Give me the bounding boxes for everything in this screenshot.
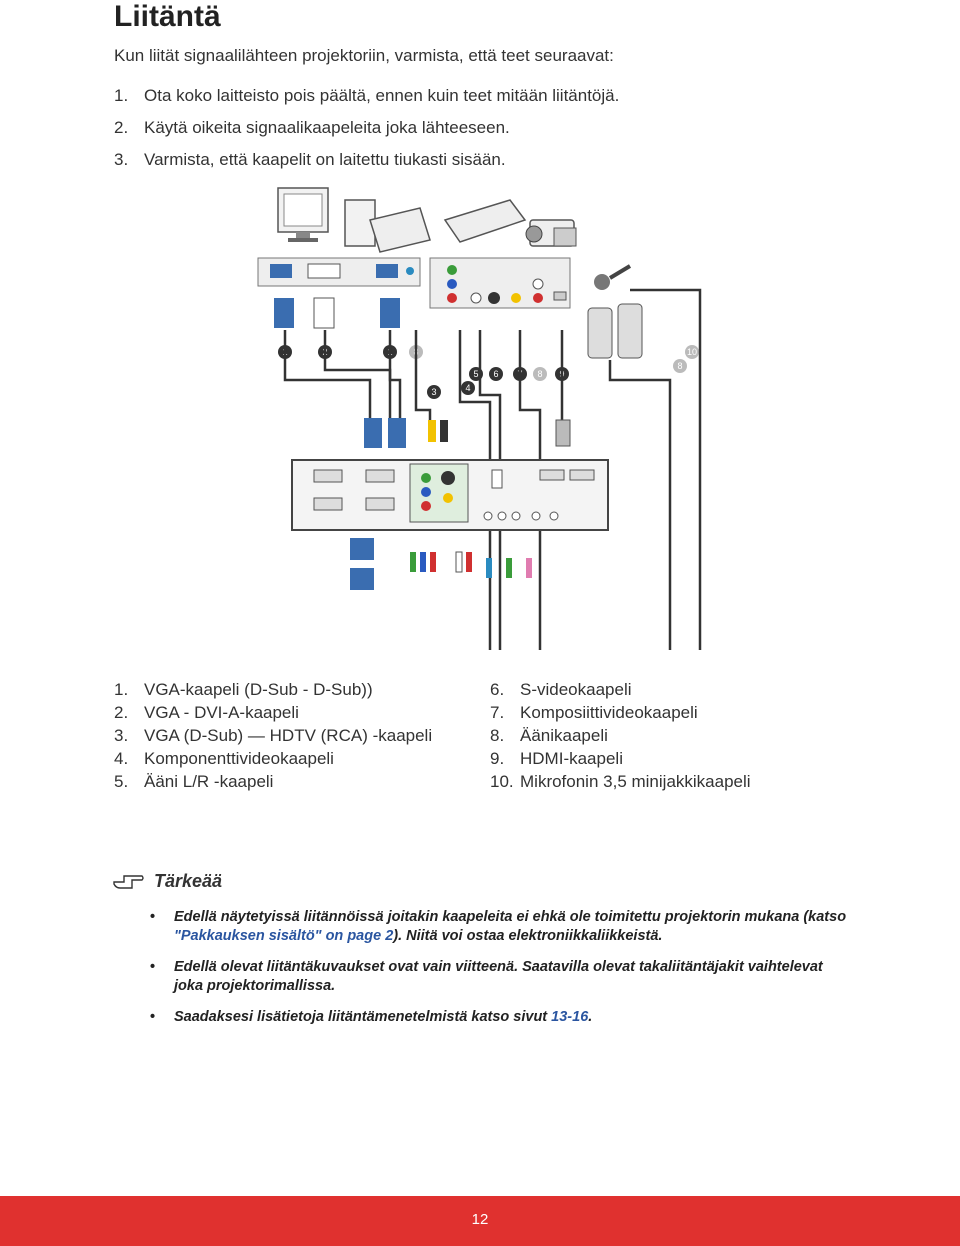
svg-text:8: 8 bbox=[537, 369, 542, 379]
svg-text:5: 5 bbox=[473, 369, 478, 379]
list-item: 1.Ota koko laitteisto pois päältä, ennen… bbox=[114, 86, 620, 105]
list-item: 1.VGA-kaapeli (D-Sub - D-Sub)) bbox=[114, 680, 373, 699]
svg-text:8: 8 bbox=[677, 361, 682, 371]
microphone-icon bbox=[594, 264, 632, 290]
list-item: 10.Mikrofonin 3,5 minijakkikaapeli bbox=[490, 772, 751, 791]
list-item: 3.VGA (D-Sub) — HDTV (RCA) -kaapeli bbox=[114, 726, 433, 745]
projector-panel bbox=[291, 459, 609, 531]
svg-text:6: 6 bbox=[493, 369, 498, 379]
computer-icon bbox=[344, 199, 431, 253]
svg-text:10: 10 bbox=[687, 347, 697, 357]
svg-text:3: 3 bbox=[431, 387, 436, 397]
list-item: 3.Varmista, että kaapelit on laitettu ti… bbox=[114, 150, 506, 169]
monitor-icon bbox=[277, 187, 329, 242]
connection-diagram: 1 2 1 8 10 8 3 4 5 6 7 8 9 bbox=[257, 187, 702, 650]
list-item: 8.Äänikaapeli bbox=[490, 726, 608, 745]
dvd-player-icon bbox=[443, 199, 527, 243]
svg-text:4: 4 bbox=[465, 383, 470, 393]
list-item: 4.Komponenttivideokaapeli bbox=[114, 749, 334, 768]
package-contents-link[interactable]: "Pakkauksen sisältö" on page 2 bbox=[174, 928, 394, 944]
list-item: 2.VGA - DVI-A-kaapeli bbox=[114, 703, 299, 722]
speakers-icon bbox=[587, 303, 643, 359]
pages-link[interactable]: 13-16 bbox=[551, 1009, 589, 1025]
note-heading: Tärkeää bbox=[112, 870, 222, 892]
note-label: Tärkeää bbox=[154, 870, 223, 891]
list-item: 5.Ääni L/R -kaapeli bbox=[114, 772, 274, 791]
page-title: Liitäntä bbox=[114, 0, 221, 33]
cable-list-right: 6.S-videokaapeli 7.Komposiittivideokaape… bbox=[490, 678, 751, 793]
note-bullets: •Edellä näytetyissä liitännöissä joitaki… bbox=[150, 908, 850, 1039]
list-item: 2.Käytä oikeita signaalikaapeleita joka … bbox=[114, 118, 510, 137]
list-item: 6.S-videokaapeli bbox=[490, 680, 632, 699]
page-number: 12 bbox=[471, 1211, 489, 1228]
list-item: 9.HDMI-kaapeli bbox=[490, 749, 623, 768]
pointing-hand-icon bbox=[113, 875, 144, 889]
list-item: 7.Komposiittivideokaapeli bbox=[490, 703, 698, 722]
list-item: •Saadaksesi lisätietoja liitäntämenetelm… bbox=[150, 1009, 593, 1025]
list-item: •Edellä olevat liitäntäkuvaukset ovat va… bbox=[150, 959, 823, 994]
intro-text: Kun liität signaalilähteen projektoriin,… bbox=[114, 46, 614, 65]
page-footer: 12 bbox=[0, 1196, 960, 1246]
camcorder-icon bbox=[525, 219, 577, 247]
steps-list: 1.Ota koko laitteisto pois päältä, ennen… bbox=[114, 86, 619, 182]
list-item: •Edellä näytetyissä liitännöissä joitaki… bbox=[150, 909, 847, 944]
cable-list-left: 1.VGA-kaapeli (D-Sub - D-Sub)) 2.VGA - D… bbox=[114, 678, 432, 793]
